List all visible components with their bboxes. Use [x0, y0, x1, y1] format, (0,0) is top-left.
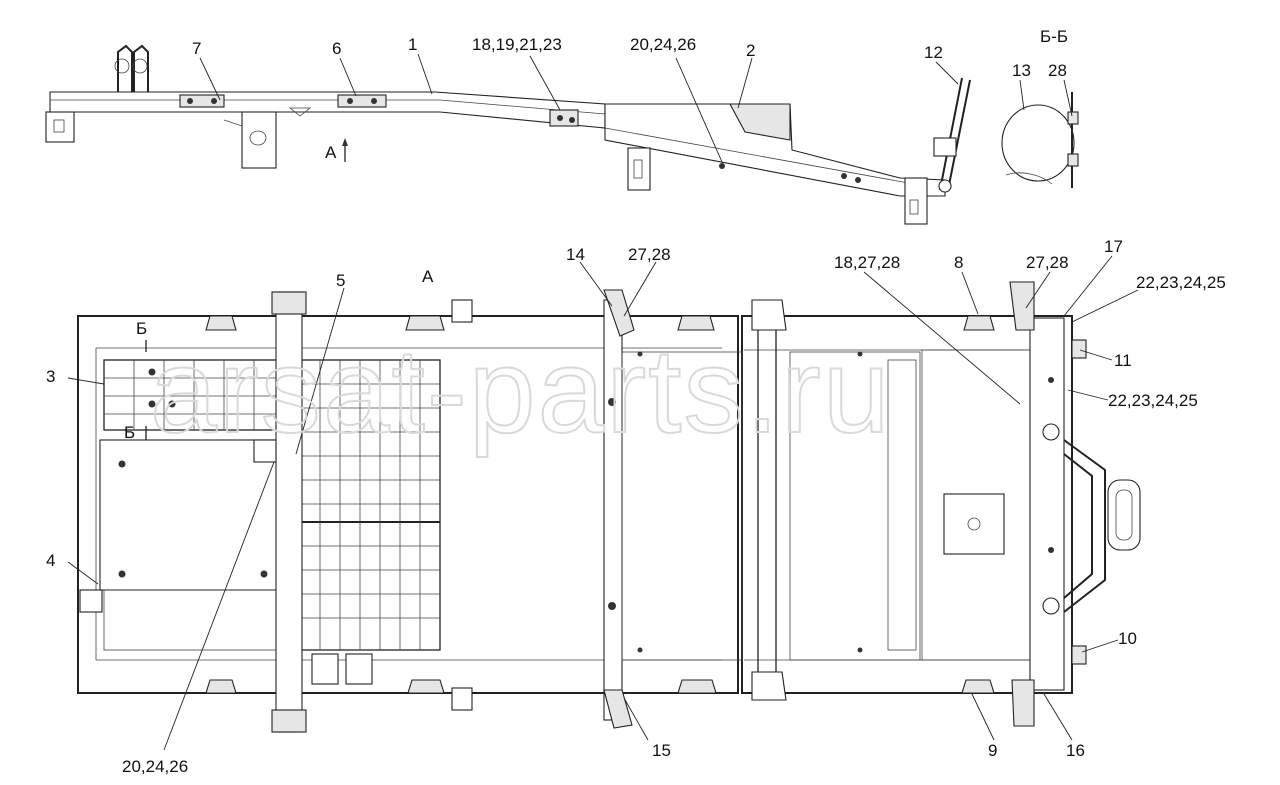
callouts: 7 6 1 18,19,21,23 20,24,26 2 12 13 28 3 …	[46, 35, 1226, 776]
callout-5: 5	[336, 271, 345, 290]
callout-22-23-24-25-b: 22,23,24,25	[1108, 391, 1198, 410]
section-bb	[1001, 92, 1079, 188]
callout-16: 16	[1066, 741, 1085, 760]
section-title: Б-Б	[1040, 27, 1068, 46]
callout-14: 14	[566, 245, 585, 264]
callout-17: 17	[1104, 237, 1123, 256]
callout-18-27-28: 18,27,28	[834, 253, 900, 272]
callout-27-28-a: 27,28	[628, 245, 671, 264]
callout-9: 9	[988, 741, 997, 760]
callout-22-23-24-25-a: 22,23,24,25	[1136, 273, 1226, 292]
mount-brackets	[79, 299, 995, 711]
callout-10: 10	[1118, 629, 1137, 648]
callout-13: 13	[1012, 61, 1031, 80]
view-arrow-label: А	[325, 143, 337, 162]
callout-2: 2	[746, 41, 755, 60]
callout-11: 11	[1114, 351, 1132, 370]
callout-18-19-21-23: 18,19,21,23	[472, 35, 562, 54]
callout-15: 15	[652, 741, 671, 760]
plan-view-frame	[77, 281, 1141, 733]
callout-12: 12	[924, 43, 943, 62]
callout-7: 7	[192, 39, 201, 58]
section-mark-top: Б	[136, 319, 147, 338]
callout-27-28-b: 27,28	[1026, 253, 1069, 272]
callout-20-24-26-bottom: 20,24,26	[122, 757, 188, 776]
callout-4: 4	[46, 551, 55, 570]
view-title: А	[422, 267, 434, 286]
watermark: arsat-parts.ru	[150, 324, 892, 458]
side-view-frame	[45, 44, 971, 225]
callout-3: 3	[46, 367, 55, 386]
callout-20-24-26-top: 20,24,26	[630, 35, 696, 54]
callout-6: 6	[332, 39, 341, 58]
callout-1: 1	[408, 35, 417, 54]
callout-28: 28	[1048, 61, 1067, 80]
section-mark-bottom: Б	[124, 423, 135, 442]
callout-8: 8	[954, 253, 963, 272]
leader-lines	[67, 53, 1139, 751]
